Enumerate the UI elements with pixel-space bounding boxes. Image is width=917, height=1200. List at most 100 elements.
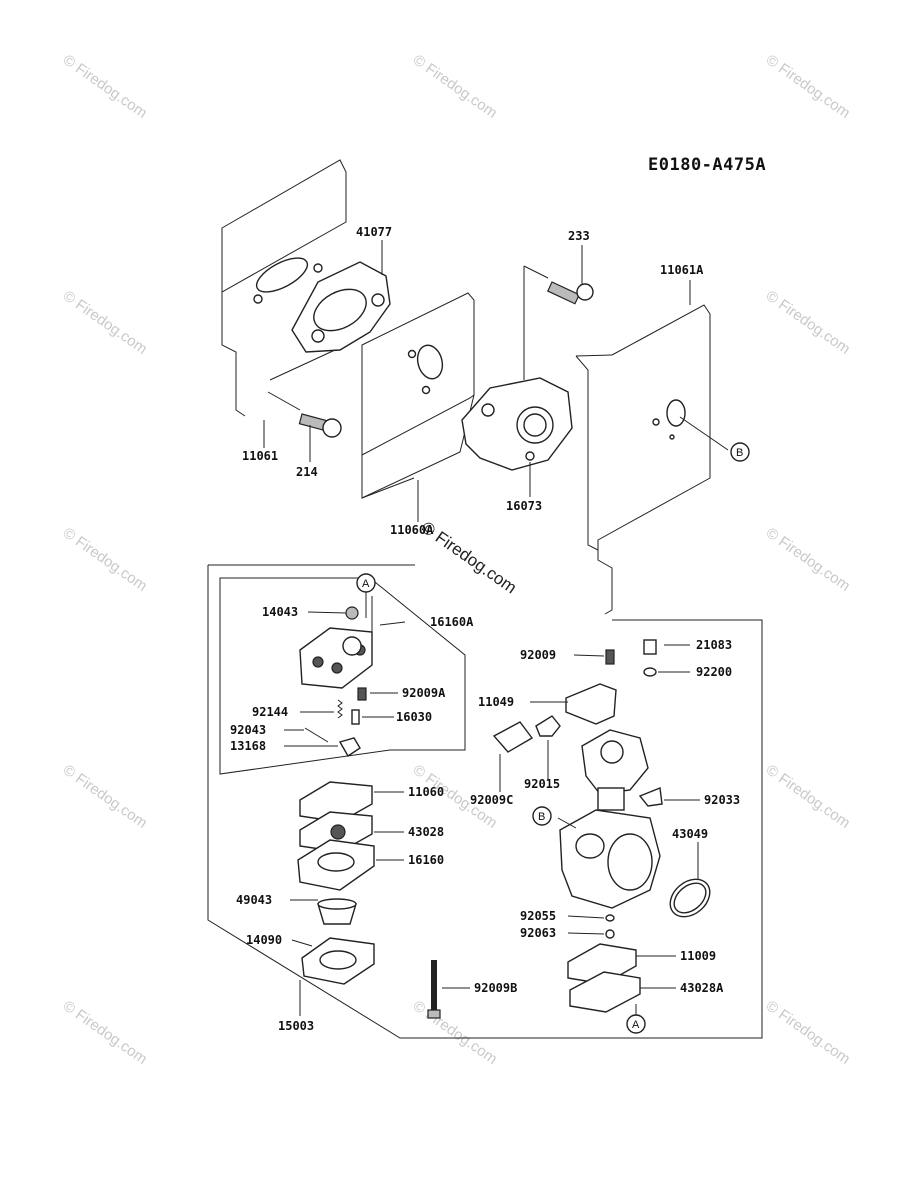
part-label: 233	[568, 229, 590, 243]
part-label: 16030	[396, 710, 432, 724]
part-label: 11060A	[390, 523, 434, 537]
carburetor-body	[559, 809, 661, 909]
bolt-233	[546, 281, 594, 305]
gasket-outline	[575, 354, 613, 357]
part-label: 214	[296, 465, 318, 479]
pin-16030	[351, 709, 360, 725]
watermark: © Firedog.com	[60, 761, 151, 831]
watermark: © Firedog.com	[763, 51, 854, 121]
part-label: 21083	[696, 638, 732, 652]
part-label: 92009C	[470, 793, 513, 807]
part-labels: 41077 233 11061A 11061 214 11060A 16073 …	[230, 225, 740, 1033]
joint-hole	[525, 451, 535, 461]
screw-21083	[643, 639, 657, 655]
watermark-layer: © Firedog.com © Firedog.com © Firedog.co…	[60, 51, 854, 1067]
part-label: 92043	[230, 723, 266, 737]
svg-text:A: A	[632, 1019, 640, 1031]
watermark: © Firedog.com	[763, 524, 854, 594]
gasket-port	[666, 399, 686, 427]
part-label: 11049	[478, 695, 514, 709]
part-label: 13168	[230, 739, 266, 753]
long-screw-head	[427, 1009, 441, 1019]
watermark: © Firedog.com	[410, 997, 501, 1067]
part-label: 92200	[696, 665, 732, 679]
part-label: 15003	[278, 1019, 314, 1033]
gasket-outline	[361, 455, 415, 499]
joint-hole	[481, 403, 495, 417]
adjuster-92009C	[492, 721, 534, 753]
bolt-214	[298, 413, 342, 438]
watermark: © Firedog.com	[763, 761, 854, 831]
seal-14043	[345, 606, 359, 620]
part-label: 43028	[408, 825, 444, 839]
part-label: 92015	[524, 777, 560, 791]
pin-92043	[304, 727, 329, 743]
watermark: © Firedog.com	[60, 287, 151, 357]
watermark: © Firedog.com	[763, 287, 854, 357]
insulator-hole	[311, 329, 325, 343]
watermark: © Firedog.com	[763, 997, 854, 1067]
part-label: 11060	[408, 785, 444, 799]
part-label: 92033	[704, 793, 740, 807]
ring-92055	[605, 914, 615, 922]
o-ring-inner	[673, 882, 707, 914]
callout-b: B	[730, 442, 750, 462]
diagram-code: E0180-A475A	[648, 155, 766, 175]
joint-port	[523, 413, 547, 437]
part-label: 92055	[520, 909, 556, 923]
svg-text:B: B	[538, 811, 545, 823]
gasket-outline	[221, 228, 246, 417]
gasket-port	[255, 257, 309, 293]
gasket-hole	[313, 263, 323, 273]
svg-text:B: B	[736, 447, 743, 459]
gasket-outline	[575, 355, 599, 551]
lever-13168	[338, 737, 361, 757]
pump-body-port	[317, 852, 355, 872]
part-label: 11061A	[660, 263, 704, 277]
throttle-assembly	[565, 683, 649, 811]
part-label: 43049	[672, 827, 708, 841]
callout-a: A	[626, 1014, 646, 1034]
insulator-port	[313, 288, 367, 332]
primer-holder-port	[319, 950, 357, 970]
part-label: 14043	[262, 605, 298, 619]
part-label: 11061	[242, 449, 278, 463]
part-label: 43028A	[680, 981, 724, 995]
gasket-hole	[421, 385, 431, 395]
gasket-outline	[597, 304, 711, 615]
gasket-port	[416, 344, 444, 380]
diaphragm-43028A	[569, 971, 641, 1013]
part-label: 16160	[408, 853, 444, 867]
primer-bulb-rim	[317, 898, 357, 910]
part-label: 49043	[236, 893, 272, 907]
callout-b: B	[532, 806, 552, 826]
screw-92063	[605, 929, 615, 939]
screw-92009	[605, 649, 615, 665]
gasket-hole	[652, 418, 660, 426]
part-label: 16073	[506, 499, 542, 513]
svg-text:A: A	[362, 578, 370, 590]
leader-lines	[263, 240, 729, 522]
part-label: 16160A	[430, 615, 474, 629]
diaphragm-hub	[330, 824, 346, 840]
part-label: 92144	[252, 705, 288, 719]
gasket-hole	[253, 294, 263, 304]
part-label: 92009B	[474, 981, 517, 995]
screw-92009A	[357, 687, 367, 701]
gasket-hole	[407, 349, 417, 359]
part-label: 41077	[356, 225, 392, 239]
part-label: 92063	[520, 926, 556, 940]
assembly-frame	[207, 565, 763, 1039]
leader-lines	[284, 592, 700, 1016]
part-label: 92009	[520, 648, 556, 662]
clip-92033	[638, 787, 663, 807]
washer-92200	[643, 667, 657, 677]
watermark: © Firedog.com	[60, 997, 151, 1067]
callout-a: A	[356, 573, 376, 593]
diaphragm-11060	[299, 781, 373, 823]
pump-cover	[299, 627, 373, 689]
part-label: 14090	[246, 933, 282, 947]
part-label: 92009A	[402, 686, 446, 700]
part-label: 11009	[680, 949, 716, 963]
